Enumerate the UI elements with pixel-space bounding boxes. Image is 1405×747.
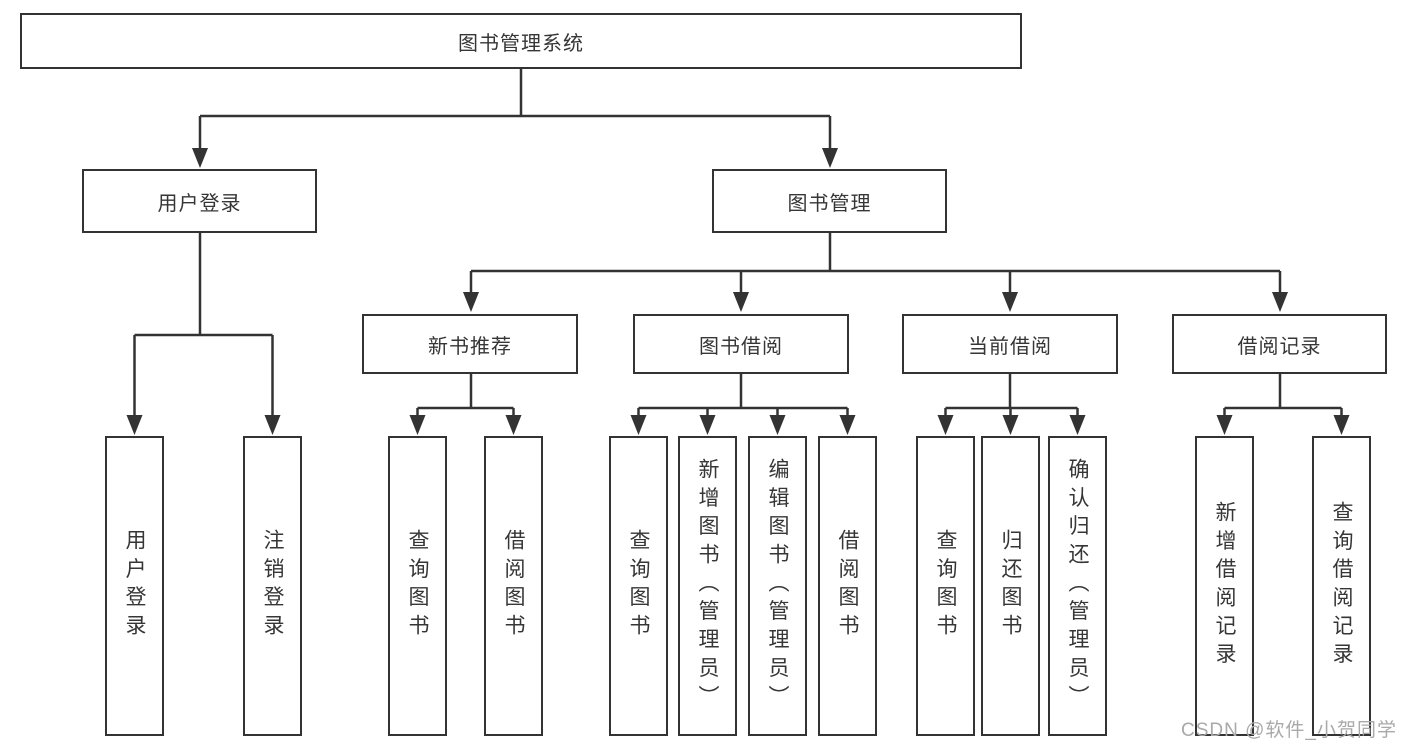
leaf-user-login: 用户登录 (105, 436, 164, 736)
leaf-add-book-admin: 新增图书（管理员） (678, 436, 737, 736)
leaf-query-book-2: 查询图书 (609, 436, 668, 736)
leaf-return-book: 归还图书 (981, 436, 1040, 736)
leaf-edit-book-admin: 编辑图书（管理员） (748, 436, 807, 736)
leaf-logout: 注销登录 (243, 436, 302, 736)
leaf-query-book-1: 查询图书 (388, 436, 447, 736)
csdn-watermark: CSDN @软件_小贺同学 (1181, 720, 1397, 741)
leaf-add-borrow-record: 新增借阅记录 (1195, 436, 1254, 736)
node-current-borrow: 当前借阅 (902, 314, 1118, 374)
leaf-borrow-book-2: 借阅图书 (818, 436, 877, 736)
node-borrow-records: 借阅记录 (1172, 314, 1387, 374)
node-book-management: 图书管理 (712, 169, 947, 233)
node-user-login: 用户登录 (82, 169, 317, 233)
arrowheads (126, 148, 1350, 435)
leaf-query-book-3: 查询图书 (916, 436, 975, 736)
node-library-management-system: 图书管理系统 (20, 13, 1022, 69)
leaf-borrow-book-1: 借阅图书 (484, 436, 543, 736)
node-book-borrow: 图书借阅 (633, 314, 849, 374)
node-new-book-recommend: 新书推荐 (362, 314, 578, 374)
leaf-confirm-return-admin: 确认归还（管理员） (1048, 436, 1107, 736)
leaf-query-borrow-record: 查询借阅记录 (1312, 436, 1371, 736)
